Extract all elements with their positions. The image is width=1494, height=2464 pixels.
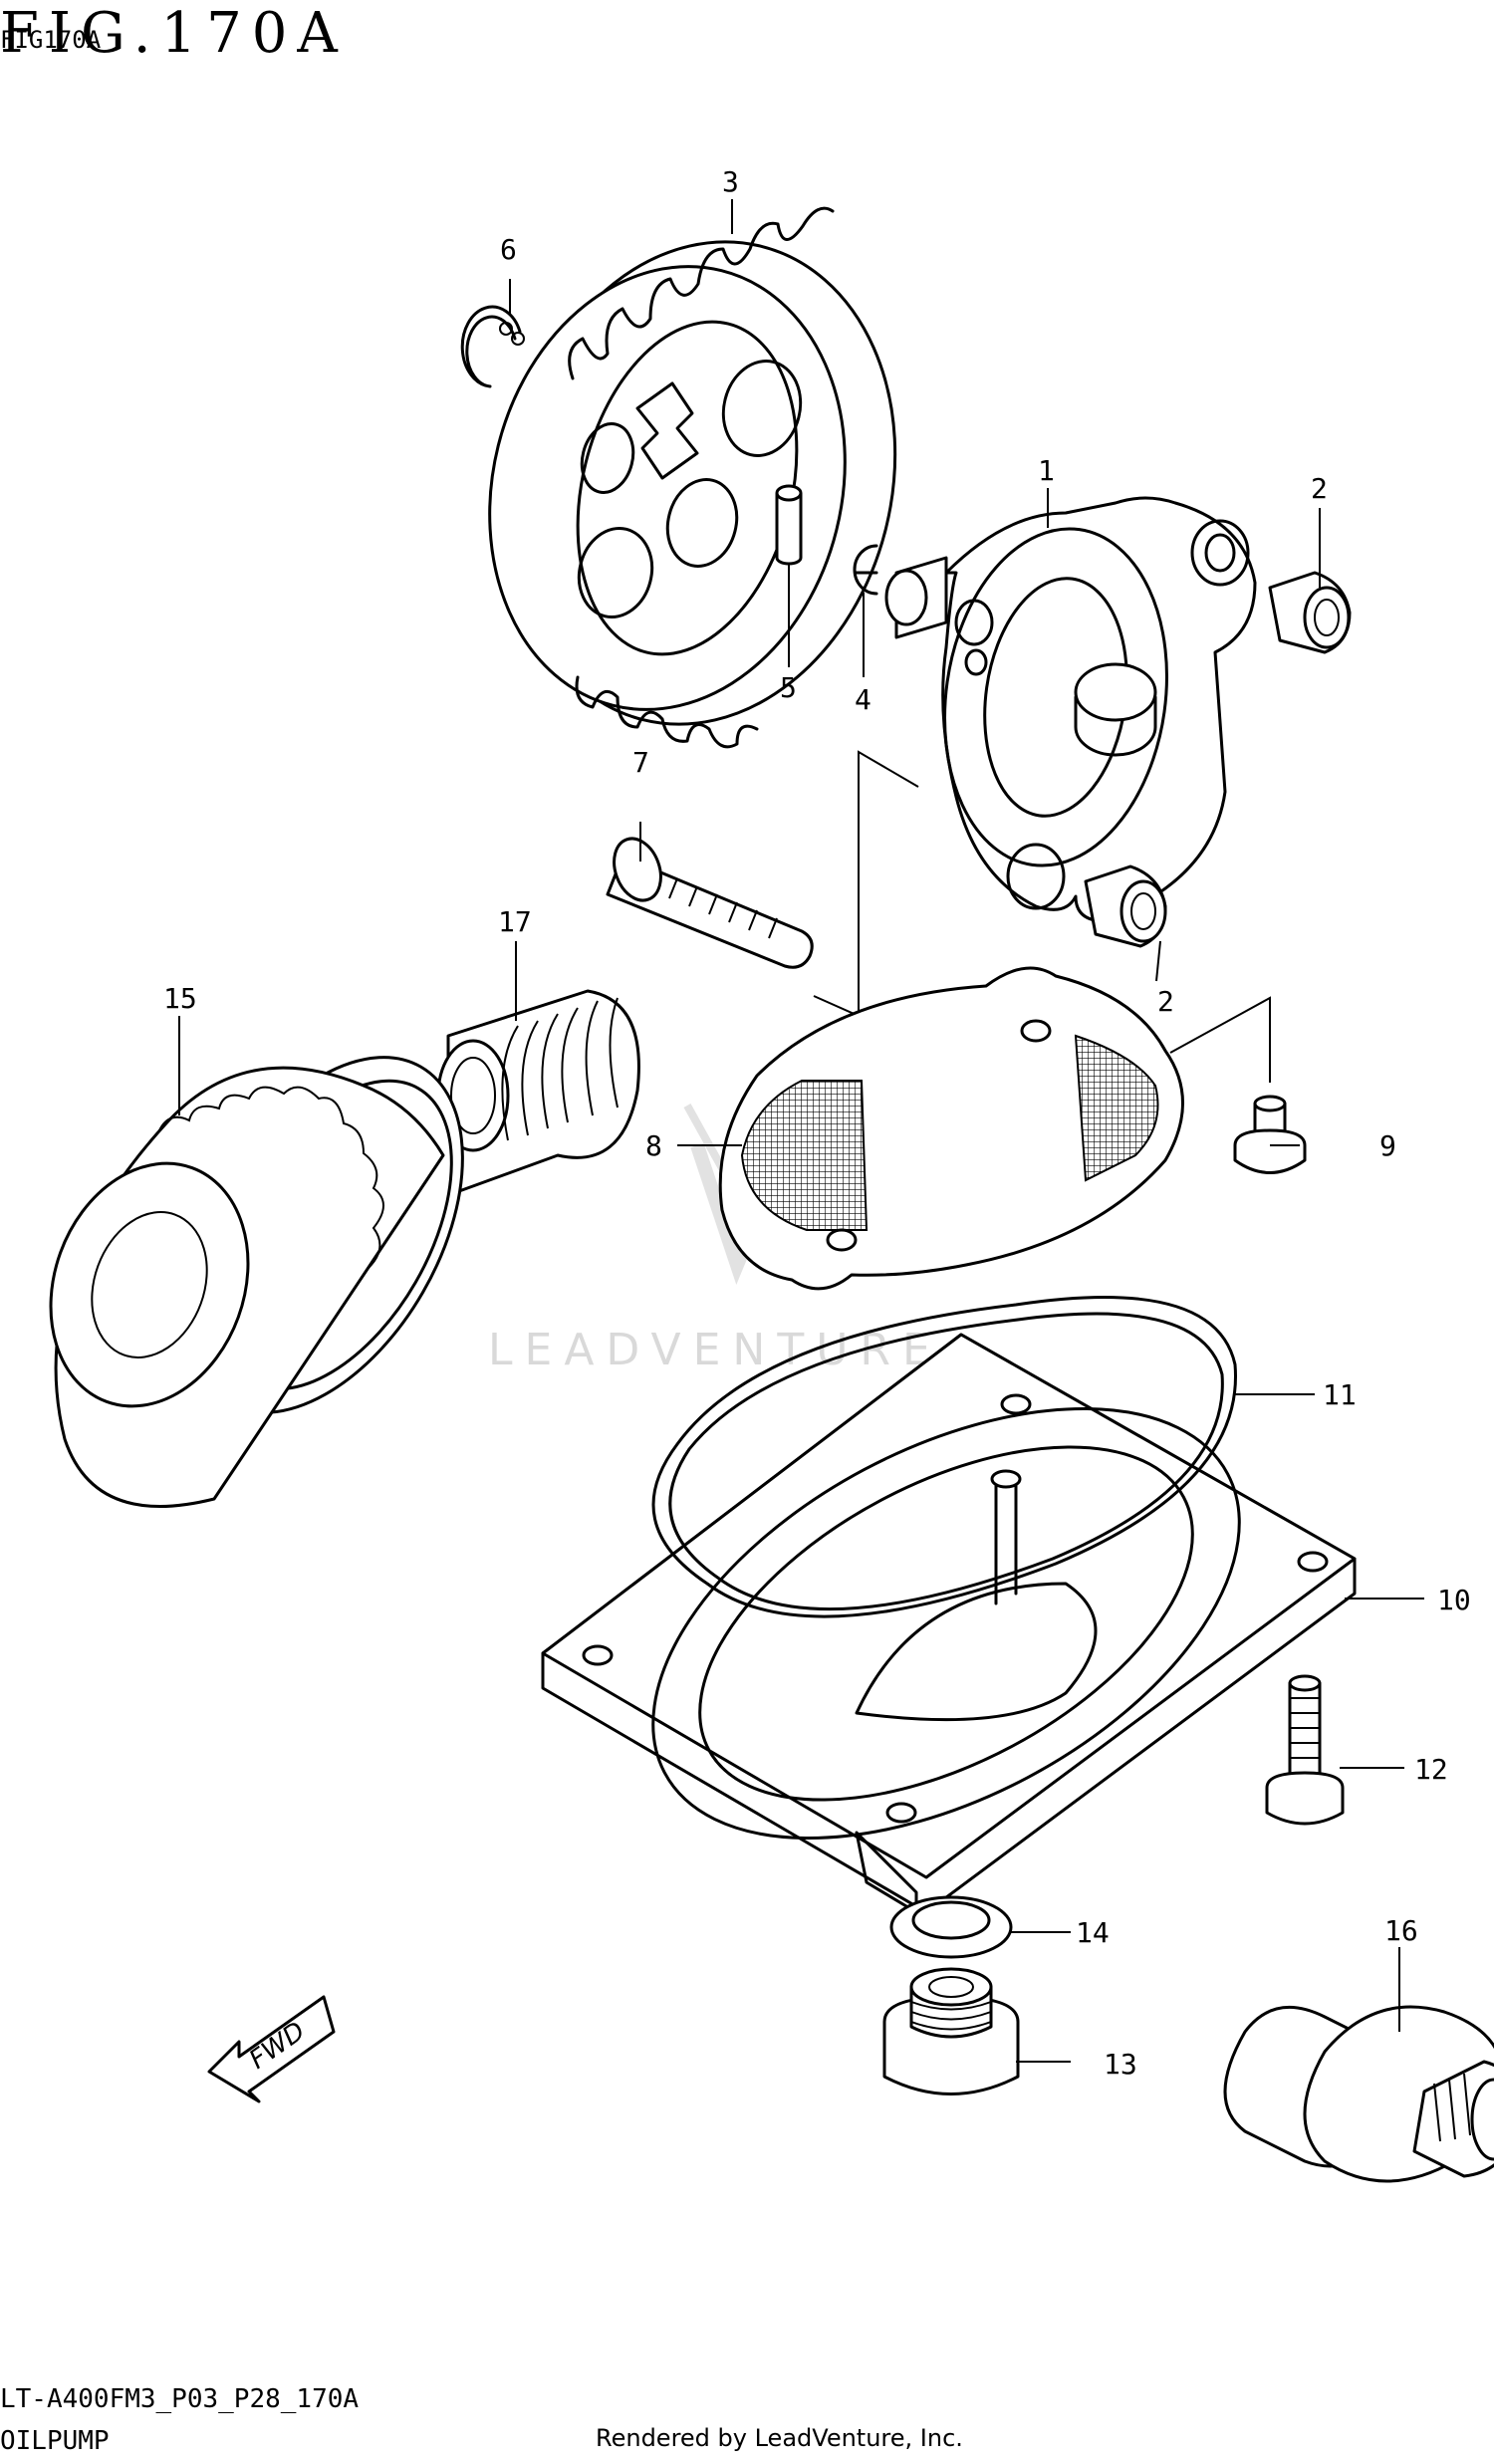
rendered-by-credit: Rendered by LeadVenture, Inc. xyxy=(596,2424,963,2452)
part-8-oil-strainer[interactable] xyxy=(718,966,1184,1291)
part-17-oil-filter-union[interactable] xyxy=(436,989,640,1197)
callout-8: 8 xyxy=(645,1129,662,1162)
figure-code: FIG170A xyxy=(0,26,102,54)
callout-2-lower: 2 xyxy=(1157,985,1174,1018)
part-5-pin[interactable] xyxy=(775,484,803,566)
part-1-oil-pump-assembly[interactable] xyxy=(884,496,1257,923)
part-15-oil-filter[interactable] xyxy=(18,1010,520,1508)
figure-title: FIG.170A xyxy=(0,1,348,66)
callout-13: 13 xyxy=(1104,2048,1137,2081)
part-16-oil-pressure-switch[interactable] xyxy=(1223,2005,1494,2183)
part-7-bolt[interactable] xyxy=(606,832,814,969)
callout-4: 4 xyxy=(855,683,872,716)
part-4-e-clip[interactable] xyxy=(853,544,878,596)
part-12-bolt[interactable] xyxy=(1265,1674,1345,1826)
part-3-oil-pump-driven-gear[interactable] xyxy=(444,200,945,765)
part-11-o-ring[interactable] xyxy=(651,1296,1237,1618)
leadventure-watermark: LEADVENTURE xyxy=(488,1103,942,1375)
callout-9: 9 xyxy=(1379,1129,1396,1162)
part-9-bolt[interactable] xyxy=(1233,1095,1307,1174)
callout-1: 1 xyxy=(1038,454,1055,487)
callout-16: 16 xyxy=(1384,1914,1418,1947)
callout-2-upper: 2 xyxy=(1311,472,1328,505)
callout-7: 7 xyxy=(632,746,649,779)
watermark-text: LEADVENTURE xyxy=(488,1325,942,1375)
section-title: OILPUMP xyxy=(0,2426,110,2456)
part-13-drain-plug[interactable] xyxy=(882,1967,1020,2095)
bolt-9-leader xyxy=(1169,996,1271,1083)
part-2-dowel-pin-lower[interactable] xyxy=(1084,864,1167,948)
callout-12: 12 xyxy=(1414,1753,1448,1786)
callout-10: 10 xyxy=(1437,1584,1471,1616)
part-6-circlip[interactable] xyxy=(460,305,525,388)
callout-15: 15 xyxy=(163,982,197,1015)
callout-14: 14 xyxy=(1076,1916,1110,1949)
callout-5: 5 xyxy=(780,671,797,704)
part-10-oil-pan[interactable] xyxy=(541,1320,1357,1926)
model-code: LT-A400FM3_P03_P28_170A xyxy=(0,2384,360,2414)
callout-numbers: 1 2 2 3 4 5 6 7 8 9 10 11 12 13 14 15 16… xyxy=(163,165,1471,2081)
bolt-7-leader xyxy=(813,750,919,1017)
part-2-dowel-pin-upper[interactable] xyxy=(1268,571,1352,654)
callout-6: 6 xyxy=(500,233,517,266)
callout-leaders xyxy=(178,199,1424,2063)
callout-11: 11 xyxy=(1323,1378,1357,1411)
fwd-direction-arrow: FWD xyxy=(207,1995,336,2103)
callout-3: 3 xyxy=(722,165,739,198)
callout-17: 17 xyxy=(498,905,532,938)
part-14-gasket[interactable] xyxy=(889,1895,1013,1959)
